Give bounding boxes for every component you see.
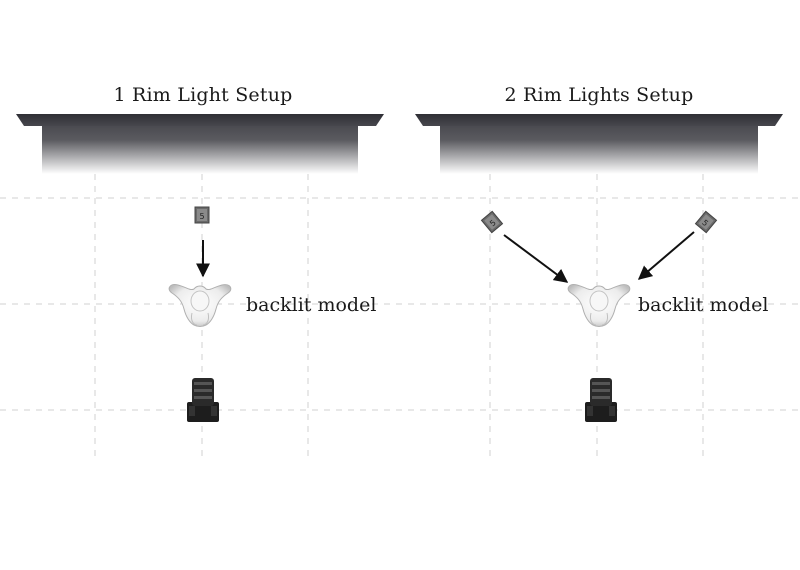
rim-light-right-1-icon: 5	[480, 210, 504, 234]
grid-lines	[0, 150, 800, 460]
light-direction-arrow	[503, 234, 569, 283]
svg-text:5: 5	[700, 218, 710, 228]
camera-right-icon	[585, 378, 617, 422]
light-direction-arrow	[637, 231, 695, 280]
backdrop-left	[16, 114, 384, 174]
rim-light-left-icon: 5	[194, 206, 210, 224]
panel-title-2: 2 Rim Lights Setup	[504, 84, 694, 106]
model-label-1: backlit model	[246, 294, 377, 316]
backlit-model-left-icon	[168, 284, 232, 327]
rim-light-right-2-icon: 5	[694, 210, 718, 234]
panel-title-1: 1 Rim Light Setup	[113, 84, 293, 106]
svg-text:5: 5	[488, 218, 498, 228]
backdrop-right	[415, 114, 783, 174]
svg-text:5: 5	[199, 212, 204, 221]
backlit-model-right-icon	[567, 284, 631, 327]
model-label-2: backlit model	[638, 294, 769, 316]
camera-left-icon	[187, 378, 219, 422]
